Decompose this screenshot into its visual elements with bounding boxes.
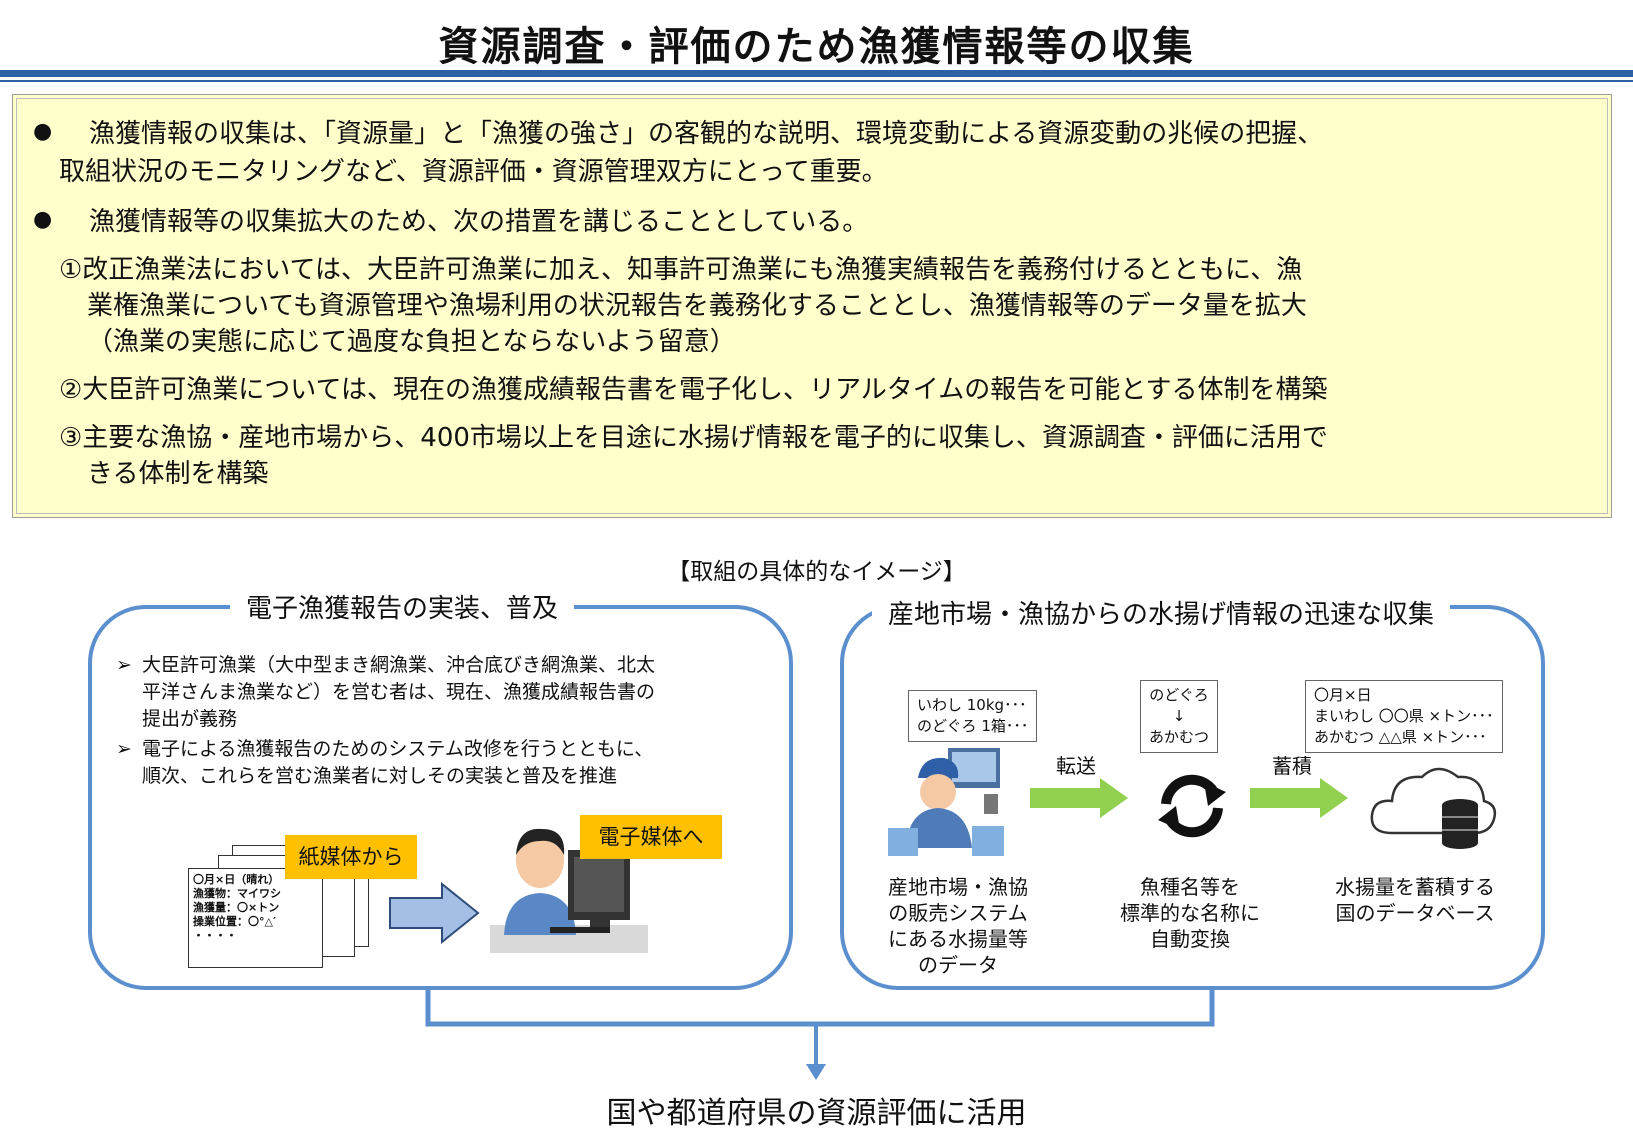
paper-line: 漁獲量：〇×トン	[193, 901, 280, 914]
accumulate-arrow-icon	[1250, 778, 1348, 818]
summary-p1-line1: 漁獲情報の収集は、「資源量」と「漁獲の強さ」の客観的な説明、環境変動による資源変…	[89, 119, 1324, 149]
left-b1-line3: 提出が義務	[142, 708, 238, 730]
measure-2: ②大臣許可漁業については、現在の漁獲成績報告書を電子化し、リアルタイムの報告を可…	[59, 375, 1328, 405]
summary-box: ● 漁獲情報の収集は、「資源量」と「漁獲の強さ」の客観的な説明、環境変動による資…	[12, 94, 1612, 518]
caption-line: 魚種名等を	[1140, 875, 1240, 899]
bubble-line: いわし 10kg･･･	[917, 696, 1027, 714]
summary-p1-line2: 取組状況のモニタリングなど、資源評価・資源管理双方にとって重要。	[59, 157, 888, 187]
transfer-arrow-icon	[1030, 778, 1128, 818]
accumulate-label: 蓄積	[1272, 754, 1312, 778]
transition-arrow-icon	[389, 882, 480, 944]
measure-1-line3: （漁業の実態に応じて過度な負担とならないよう留意）	[87, 327, 736, 357]
paper-line: 〇月×日（晴れ）	[193, 873, 280, 886]
bubble-line: まいわし 〇〇県 ×トン･･･	[1314, 707, 1494, 725]
left-b1-line1: 大臣許可漁業（大中型まき網漁業、沖合底びき網漁業、北太	[142, 654, 656, 676]
caption-line: のデータ	[918, 953, 998, 977]
page-title: 資源調査・評価のため漁獲情報等の収集	[438, 24, 1195, 70]
measure-1-line1: ①改正漁業法においては、大臣許可漁業に加え、知事許可漁業にも漁獲実績報告を義務付…	[59, 255, 1303, 285]
fish-market-worker-icon	[888, 748, 1004, 856]
right-panel-title: 産地市場・漁協からの水揚げ情報の迅速な収集	[872, 594, 1451, 631]
caption-line: 水揚量を蓄積する	[1335, 875, 1495, 899]
caption-line: にある水揚量等	[888, 927, 1028, 951]
bubble-line: のどぐろ	[1149, 686, 1209, 704]
left-b2-line1: 電子による漁獲報告のためのシステム改修を行うとともに、	[142, 738, 654, 760]
digital-tag: 電子媒体へ	[580, 815, 722, 859]
left-b1-line2: 平洋さんま漁業など）を営む者は、現在、漁獲成績報告書の	[142, 681, 656, 703]
bubble-line: のどぐろ 1箱･･･	[917, 717, 1029, 735]
left-arrow-bullet-1: ➢	[116, 654, 132, 676]
left-arrow-bullet-2: ➢	[116, 738, 132, 760]
caption-line: 自動変換	[1150, 927, 1230, 951]
bubble-line: 〇月×日	[1314, 686, 1372, 704]
paper-line: ・・・・	[193, 929, 237, 942]
sync-icon	[1158, 774, 1226, 838]
conclusion-text: 国や都道府県の資源評価に活用	[606, 1096, 1027, 1131]
measure-3-line2: きる体制を構築	[87, 459, 269, 489]
left-panel-title: 電子漁獲報告の実装、普及	[230, 588, 575, 625]
transfer-label: 転送	[1056, 754, 1096, 778]
measure-3-line1: ③主要な漁協・産地市場から、400市場以上を目途に水揚げ情報を電子的に収集し、資…	[59, 423, 1328, 453]
paper-line: 漁獲物：マイワシ	[193, 887, 281, 900]
measure-1-line2: 業権漁業についても資源管理や漁場利用の状況報告を義務化することとし、漁獲情報等の…	[87, 291, 1307, 321]
computer-worker-icon	[490, 828, 648, 953]
database-caption: 水揚量を蓄積する 国のデータベース	[1320, 874, 1510, 926]
conversion-caption: 魚種名等を 標準的な名称に 自動変換	[1100, 874, 1280, 952]
name-conversion-bubble: のどぐろ ↓ あかむつ	[1140, 680, 1219, 753]
caption-line: の販売システム	[888, 901, 1028, 925]
bubble-line: ↓	[1172, 707, 1186, 725]
market-data-caption: 産地市場・漁協 の販売システム にある水揚量等 のデータ	[872, 874, 1044, 978]
image-section-title: 【取組の具体的なイメージ】	[667, 559, 966, 585]
cloud-database-icon	[1370, 767, 1497, 849]
paper-tag: 紙媒体から	[285, 835, 417, 879]
title-rule-thin	[0, 80, 1633, 82]
sales-data-bubble: いわし 10kg･･･ のどぐろ 1箱･･･	[908, 690, 1038, 742]
bubble-line: あかむつ	[1149, 728, 1210, 746]
merge-connector-arrow	[425, 988, 1215, 1080]
caption-line: 産地市場・漁協	[888, 875, 1028, 899]
summary-bullet-1: ●	[33, 119, 53, 144]
bubble-line: あかむつ △△県 ×トン･･･	[1314, 728, 1487, 746]
left-b2-line2: 順次、これらを営む漁業者に対しその実装と普及を推進	[142, 765, 618, 787]
caption-line: 標準的な名称に	[1120, 901, 1260, 925]
caption-line: 国のデータベース	[1335, 901, 1495, 925]
database-record-bubble: 〇月×日 まいわし 〇〇県 ×トン･･･ あかむつ △△県 ×トン･･･	[1305, 680, 1503, 753]
paper-line: 操業位置：〇°△′	[193, 915, 276, 928]
summary-p2: 漁獲情報等の収集拡大のため、次の措置を講じることとしている。	[89, 207, 869, 237]
paper-report-document: 〇月×日（晴れ） 漁獲物：マイワシ 漁獲量：〇×トン 操業位置：〇°△′ ・・・…	[188, 868, 323, 968]
title-rule	[0, 70, 1633, 77]
summary-bullet-2: ●	[33, 207, 53, 232]
